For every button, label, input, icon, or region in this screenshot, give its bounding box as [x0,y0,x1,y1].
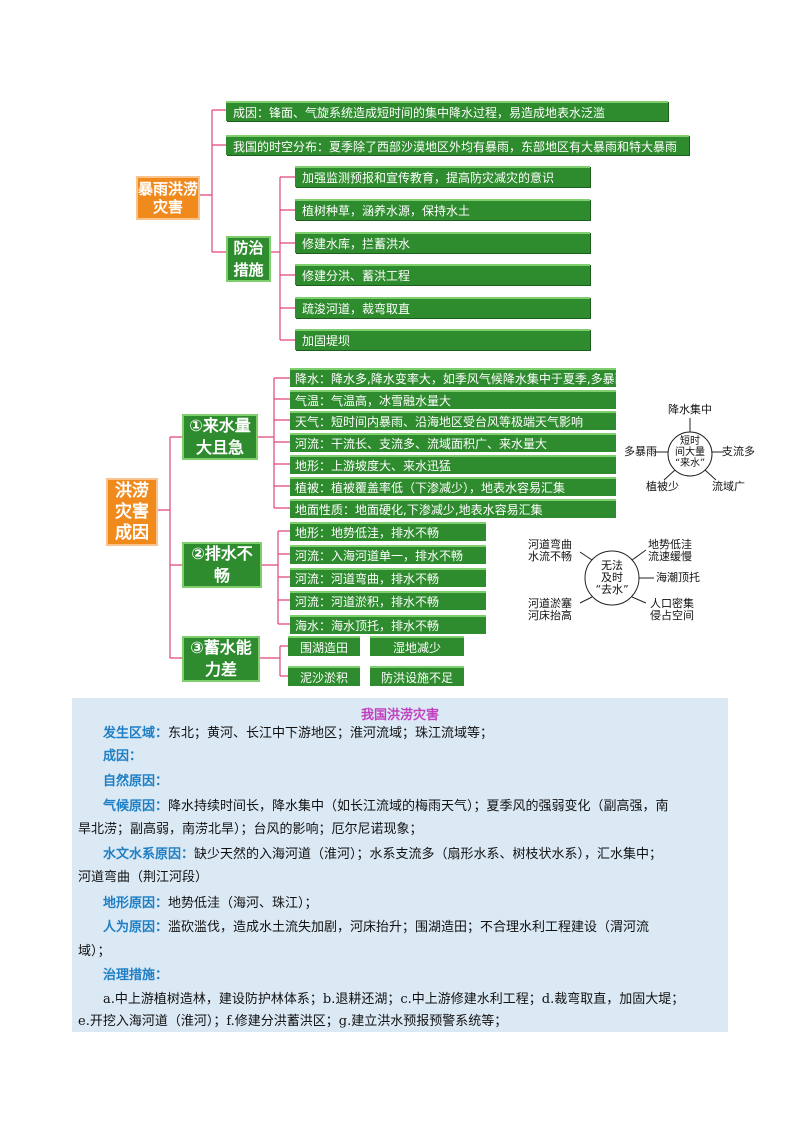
climate-value-2: 旱北涝；副高弱，南涝北旱）；台风的影响；厄尔尼诺现象； [78,822,423,837]
water-key: 水文水系原因： [103,847,195,862]
measure-value-1: a.中上游植树造林，建设防护林体系；b.退耕还湖；c.中上游修建水利工程；d.裁… [103,992,685,1007]
natural-key: 自然原因： [103,774,169,789]
sec2-b1-item: 天气：短时间内暴雨、沿海地区受台风等极端天气影响 [290,411,616,430]
climate-value: 降水持续时间长，降水集中（如长江流域的梅雨天气）；夏季风的强弱变化（副高强，南 [168,799,669,814]
sec2-b3-item: 围湖造田 [288,636,360,656]
cause-key: 成因： [103,749,143,764]
climate-line-2: 旱北涝；副高弱，南涝北旱）；台风的影响；厄尔尼诺现象； [78,818,722,841]
diagram1-label-right: 支流多 [722,445,755,458]
human-key: 人为原因： [103,920,169,935]
diagram2-center: 无法及时“去水” [595,559,629,596]
diagram2-label-top-left: 河道弯曲水流不畅 [528,538,572,563]
sec2-b3-item: 湿地减少 [370,636,464,656]
sec1-measure-item: 修建水库，拦蓄洪水 [295,232,590,253]
terrain-line: 地形原因：地势低洼（海河、珠江）； [78,892,722,915]
sec2-b3-item: 防洪设施不足 [370,666,464,686]
diagram1-center: 短时间大量“来水” [674,436,706,469]
sec1-measure-item: 加强监测预报和宣传教育，提高防灾减灾的意识 [295,166,590,187]
water-line: 水文水系原因：缺少天然的入海河道（淮河）；水系支流多（扇形水系、树枝状水系），汇… [78,843,722,866]
sec2-b2-item: 河流：河道淤积，排水不畅 [290,591,486,610]
sec2-b1-item: 气温：气温高，冰雪融水量大 [290,390,616,409]
climate-line: 气候原因：降水持续时间长，降水集中（如长江流域的梅雨天气）；夏季风的强弱变化（副… [78,795,722,818]
sec2-b2-item: 河流：入海河道单一，排水不畅 [290,545,486,564]
region-line: 发生区域：东北；黄河、长江中下游地区；淮河流域；珠江流域等； [78,722,722,745]
sec2-b1-item: 降水：降水多,降水变率大，如季风气候降水集中于夏季,多暴雨 [290,368,616,387]
sec2-b2-item: 地形：地势低洼，排水不畅 [290,522,486,541]
water-line-2: 河道弯曲（荆江河段） [78,866,722,889]
sec1-measure-item: 加固堤坝 [295,329,590,350]
sec1-measures-node: 防治措施 [226,236,271,282]
sec2-b2-item: 河流：河道弯曲，排水不畅 [290,568,486,587]
water-value-2: 河道弯曲（荆江河段） [78,870,209,885]
measure-line: 治理措施： [78,964,722,987]
diagram1-label-left: 多暴雨 [624,445,657,458]
sec2-branch3-node: ③蓄水能力差 [182,636,260,682]
sec2-main-node: 洪涝灾害成因 [106,478,158,546]
sec2-b3-item: 泥沙淤积 [288,666,360,686]
cause-line: 成因： [78,745,722,768]
region-key: 发生区域： [103,726,169,741]
human-value-2: 域）； [78,944,111,959]
sec1-measure-item: 疏浚河道，裁弯取直 [295,297,590,318]
terrain-value: 地势低洼（海河、珠江）； [168,896,318,911]
sec2-b1-item: 地形：上游坡度大、来水迅猛 [290,455,616,474]
diagram1-lines [654,418,724,481]
sec1-measure-item: 修建分洪、蓄洪工程 [295,264,590,285]
measure-line-2: e.开挖入海河道（淮河）；f.修建分洪蓄洪区；g.建立洪水预报预警系统等； [78,1010,722,1033]
region-value: 东北；黄河、长江中下游地区；淮河流域；珠江流域等； [168,726,494,741]
sec1-cause-node: 成因：锋面、气旋系统造成短时间的集中降水过程，易造成地表水泛滥 [226,101,668,121]
sec2-b1-item: 河流：干流长、支流多、流域面积广、来水量大 [290,433,616,452]
sec2-b2-item: 海水：海水顶托，排水不畅 [290,615,486,634]
climate-key: 气候原因： [103,799,169,814]
panel-title: 我国洪涝灾害 [360,708,439,723]
diagram2-label-bottom-left: 河道淤塞河床抬高 [528,597,572,622]
measure-value-2: e.开挖入海河道（淮河）；f.修建分洪蓄洪区；g.建立洪水预报预警系统等； [78,1014,508,1029]
sec2-b1-item: 地面性质：地面硬化,下渗减少,地表水容易汇集 [290,499,616,518]
measure-key: 治理措施： [103,968,169,983]
measure-line-1: a.中上游植树造林，建设防护林体系；b.退耕还湖；c.中上游修建水利工程；d.裁… [78,988,722,1011]
human-line-2: 域）； [78,940,722,963]
sec2-branch2-node: ②排水不畅 [182,542,262,588]
human-value: 滥砍滥伐，造成水土流失加剧，河床抬升；围湖造田；不合理水利工程建设（渭河流 [168,920,650,935]
sec1-distribution-node: 我国的时空分布：夏季除了西部沙漠地区外均有暴雨，东部地区有大暴雨和特大暴雨 [226,135,689,155]
water-value: 缺少天然的入海河道（淮河）；水系支流多（扇形水系、树枝状水系），汇水集中； [194,847,663,862]
diagram1-label-bottom-left: 植被少 [646,480,679,493]
sec1-measure-item: 植树种草，涵养水源，保持水土 [295,199,590,220]
diagram1-label-top: 降水集中 [668,403,712,416]
summary-panel: 我国洪涝灾害 发生区域：东北；黄河、长江中下游地区；淮河流域；珠江流域等； 成因… [72,698,728,1032]
diagram2-label-right: 海潮顶托 [656,571,700,584]
terrain-key: 地形原因： [103,896,169,911]
sec2-branch1-node: ①来水量大且急 [182,414,258,460]
diagram1-label-bottom-right: 流域广 [712,480,745,493]
natural-line: 自然原因： [78,770,722,793]
diagram2-label-bottom-right: 人口密集侵占空间 [650,597,694,622]
human-line: 人为原因：滥砍滥伐，造成水土流失加剧，河床抬升；围湖造田；不合理水利工程建设（渭… [78,916,722,939]
sec2-b1-item: 植被：植被覆盖率低（下渗减少），地表水容易汇集 [290,477,616,496]
diagram2-label-top-right: 地势低洼流速缓慢 [648,538,692,563]
sec1-main-node: 暴雨洪涝灾害 [136,176,200,220]
mindmap-connectors [158,109,724,677]
diagram2-lines [579,549,654,606]
